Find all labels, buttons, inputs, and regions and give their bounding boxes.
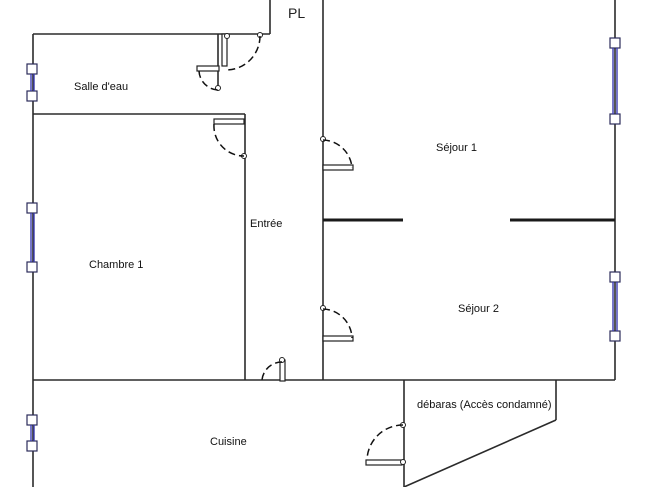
label-debaras: débaras (Accès condamné) [417,399,552,411]
walls [32,0,616,487]
label-entree: Entrée [250,218,282,230]
door-sejour-1 [320,136,354,171]
label-salle-deau: Salle d'eau [74,81,128,93]
label-chambre-1: Chambre 1 [89,259,143,271]
label-sejour-2: Séjour 2 [458,303,499,315]
door-debaras [365,422,406,466]
windows [26,37,621,452]
door-sejour-2 [320,305,354,342]
label-pl: PL [288,5,305,21]
wall-debaras-bottom [403,419,557,487]
window-sejour-1 [609,37,621,125]
door-pl [221,32,263,71]
label-sejour-1: Séjour 1 [436,142,477,154]
window-kitchen [26,414,38,452]
window-chambre [26,202,38,273]
window-sejour-2 [609,271,621,342]
door-chambre [213,118,247,159]
doors [196,32,406,466]
room-labels: PL Salle d'eau Chambre 1 Entrée Séjour 1… [74,5,552,448]
label-cuisine: Cuisine [210,436,247,448]
door-bathroom [196,65,221,91]
window-bathroom [26,63,38,102]
door-kitchen [261,357,286,382]
